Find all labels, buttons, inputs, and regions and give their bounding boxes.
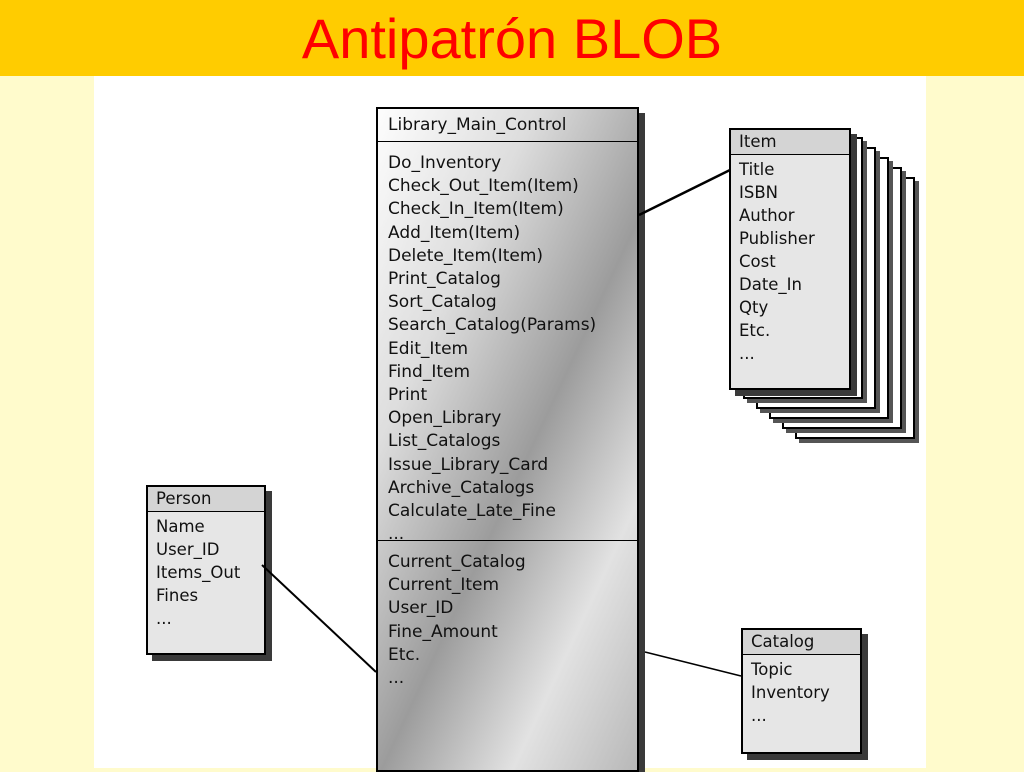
class-catalog-attributes: Topic Inventory ... <box>743 655 860 729</box>
operation: Issue_Library_Card <box>388 454 549 475</box>
class-main-name: Library_Main_Control <box>378 109 637 142</box>
attribute: Title <box>739 160 775 179</box>
operation: Edit_Item <box>388 338 469 359</box>
attribute: Etc. <box>739 321 771 340</box>
attribute: Fine_Amount <box>388 621 498 642</box>
operation: Print <box>388 385 428 406</box>
class-person-attributes: Name User_ID Items_Out Fines ... <box>148 512 264 632</box>
operation: Find_Item <box>388 361 471 382</box>
attribute: Items_Out <box>156 563 241 582</box>
operation: Check_In_Item(Item) <box>388 199 564 220</box>
attribute: User_ID <box>156 540 220 559</box>
operation: ... <box>388 524 405 545</box>
attribute: ISBN <box>739 183 779 202</box>
attribute: Current_Item <box>388 575 500 596</box>
attribute: Fines <box>156 586 199 605</box>
class-main-attributes: Current_Catalog Current_Item User_ID Fin… <box>378 540 637 696</box>
attribute: Cost <box>739 252 776 271</box>
attribute: Publisher <box>739 229 815 248</box>
operation: Open_Library <box>388 408 502 429</box>
title-bar <box>0 0 1024 76</box>
operation: Search_Catalog(Params) <box>388 315 597 336</box>
class-item-attributes: Title ISBN Author Publisher Cost Date_In… <box>731 155 849 367</box>
operation: Sort_Catalog <box>388 292 497 313</box>
attribute: Topic <box>751 660 793 679</box>
class-library-main-control: Library_Main_Control Do_Inventory Check_… <box>376 107 639 772</box>
operation: Delete_Item(Item) <box>388 245 544 266</box>
class-person-name: Person <box>148 487 264 512</box>
attribute: Qty <box>739 298 769 317</box>
attribute: ... <box>156 609 172 628</box>
class-catalog-name: Catalog <box>743 630 860 655</box>
attribute: Date_In <box>739 275 803 294</box>
attribute: ... <box>388 668 405 689</box>
attribute: User_ID <box>388 598 454 619</box>
attribute: Etc. <box>388 644 421 665</box>
class-item-name: Item <box>731 130 849 155</box>
class-item: Item Title ISBN Author Publisher Cost Da… <box>729 128 851 390</box>
operation: List_Catalogs <box>388 431 501 452</box>
operation: Add_Item(Item) <box>388 222 521 243</box>
class-main-operations: Do_Inventory Check_Out_Item(Item) Check_… <box>378 142 637 544</box>
attribute: Inventory <box>751 683 830 702</box>
attribute: Current_Catalog <box>388 552 526 572</box>
operation: Archive_Catalogs <box>388 477 535 498</box>
attribute: Name <box>156 517 205 536</box>
operation: Check_Out_Item(Item) <box>388 176 579 197</box>
class-catalog: Catalog Topic Inventory ... <box>741 628 862 754</box>
operation: Do_Inventory <box>388 153 502 173</box>
operation: Print_Catalog <box>388 269 501 290</box>
attribute: ... <box>751 706 767 725</box>
operation: Calculate_Late_Fine <box>388 501 556 522</box>
attribute: Author <box>739 206 795 225</box>
slide-title: Antipatrón BLOB <box>301 7 723 70</box>
attribute: ... <box>739 344 755 363</box>
class-person: Person Name User_ID Items_Out Fines ... <box>146 485 266 655</box>
